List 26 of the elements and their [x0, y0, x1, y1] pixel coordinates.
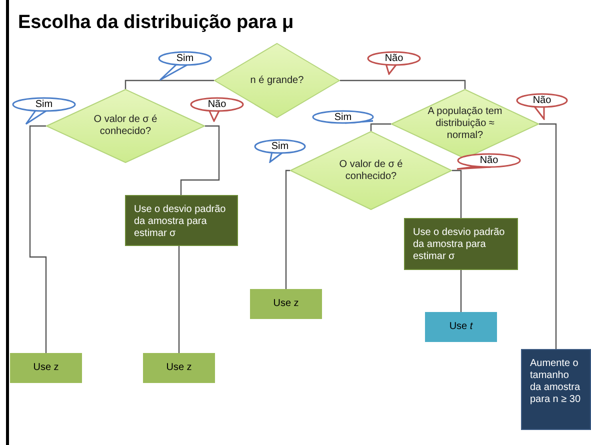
speech-bubble-label: Não — [367, 51, 421, 75]
speech-bubble-label: Não — [516, 93, 568, 120]
connector-line — [539, 123, 557, 349]
result-box: Use z — [143, 353, 215, 383]
process-box: Use o desvio padrão da amostra para estimar σ — [404, 218, 518, 270]
speech-bubble-label: Sim — [254, 139, 306, 163]
process-box: Use o desvio padrão da amostra para estimar σ — [125, 195, 238, 246]
connector-line — [340, 80, 466, 89]
connector-line — [460, 270, 462, 312]
result-box: Use z — [10, 353, 82, 383]
speech-bubble-label: Sim — [158, 51, 212, 81]
connector-line — [452, 170, 462, 218]
result-box: Use z — [250, 289, 322, 319]
connector-line — [178, 246, 180, 353]
speech-bubble-label: Sim — [12, 97, 76, 125]
connector-line — [29, 125, 47, 353]
speech-bubble-label: Não — [457, 153, 521, 170]
result-box: Use t — [425, 312, 497, 342]
connector-line — [124, 80, 214, 89]
connector-line — [370, 123, 391, 131]
speech-bubble-label: Sim — [312, 110, 374, 124]
title: Escolha da distribuição para μ — [18, 11, 294, 35]
speech-bubble-label: Não — [190, 97, 244, 122]
connector-line — [285, 170, 290, 289]
process-box: Aumente o tamanho da amostra para n ≥ 30 — [521, 349, 591, 430]
connector-line — [180, 125, 220, 195]
